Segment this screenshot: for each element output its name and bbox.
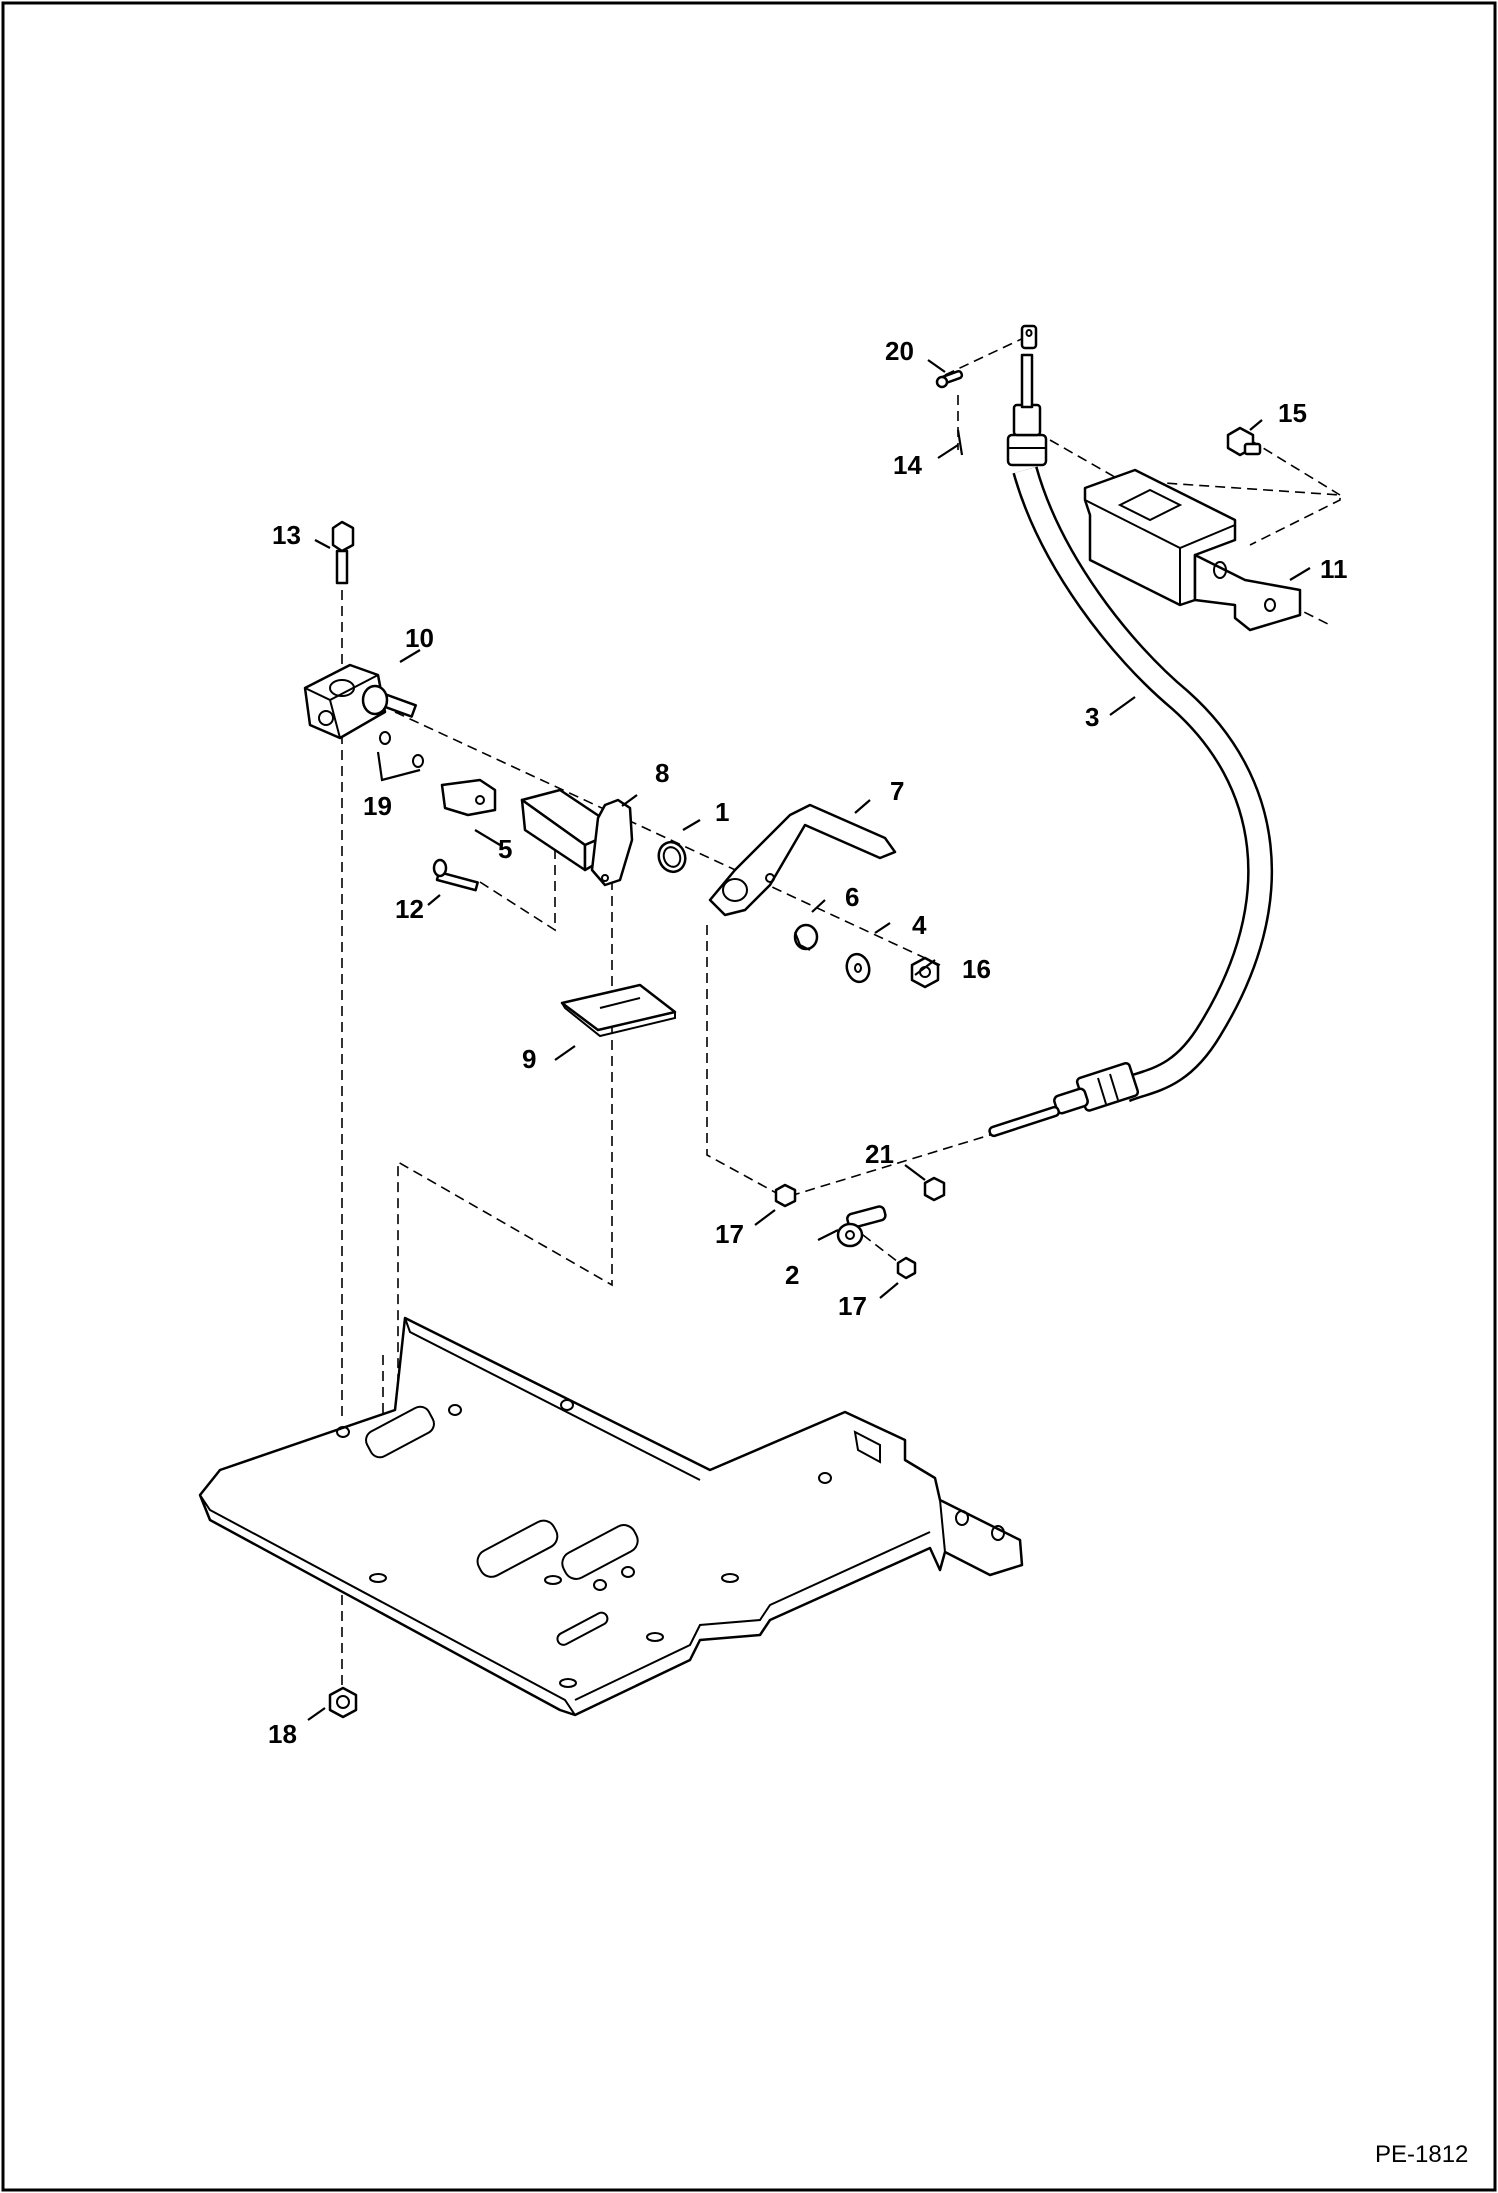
callout-10: 10 [405,623,434,653]
bracket-11 [1083,468,1302,632]
callout-17b: 17 [838,1291,867,1321]
bracket-5 [440,778,497,817]
callout-19: 19 [363,791,392,821]
ring-1 [657,840,687,874]
leader-lines [307,359,1311,1721]
bushing-6 [793,923,819,951]
callout-labels: 1 2 3 4 5 6 7 8 9 10 11 12 13 14 15 16 1… [268,336,1348,1749]
bolt-12 [432,858,479,892]
bolt-13 [331,520,355,585]
callout-20: 20 [885,336,914,366]
nut-17-a [774,1183,797,1208]
clevis-2 [836,1205,887,1248]
nut-21 [923,1176,946,1202]
washers-19 [376,731,424,782]
callout-12: 12 [395,894,424,924]
assembly-lines [341,334,1341,1690]
callout-4: 4 [912,910,927,940]
callout-15: 15 [1278,398,1307,428]
callout-7: 7 [890,776,904,806]
nut-16 [910,956,940,989]
floor-plate [198,1316,1024,1717]
bolt-15 [1226,426,1262,457]
pin-20 [935,370,964,389]
pad-9 [560,983,677,1038]
callout-1: 1 [715,797,729,827]
clip-14 [956,429,964,456]
callout-14: 14 [893,450,922,480]
callout-2: 2 [785,1260,799,1290]
callout-9: 9 [522,1044,536,1074]
callout-5: 5 [498,834,512,864]
callout-13: 13 [272,520,301,550]
callout-17a: 17 [715,1219,744,1249]
nut-17-b [896,1256,917,1280]
pivot-block-10 [303,663,418,740]
callout-8: 8 [655,758,669,788]
callout-11: 11 [1320,554,1348,584]
callout-21: 21 [865,1139,894,1169]
callout-3: 3 [1085,702,1099,732]
arm-7 [708,803,897,917]
nut-18 [328,1686,358,1719]
pedal-8 [520,788,634,887]
callout-6: 6 [845,882,859,912]
cable-3 [988,324,1273,1138]
washer-4 [845,952,871,984]
callout-16: 16 [962,954,991,984]
figure-reference: PE-1812 [1375,2141,1468,2168]
callout-18: 18 [268,1719,297,1749]
